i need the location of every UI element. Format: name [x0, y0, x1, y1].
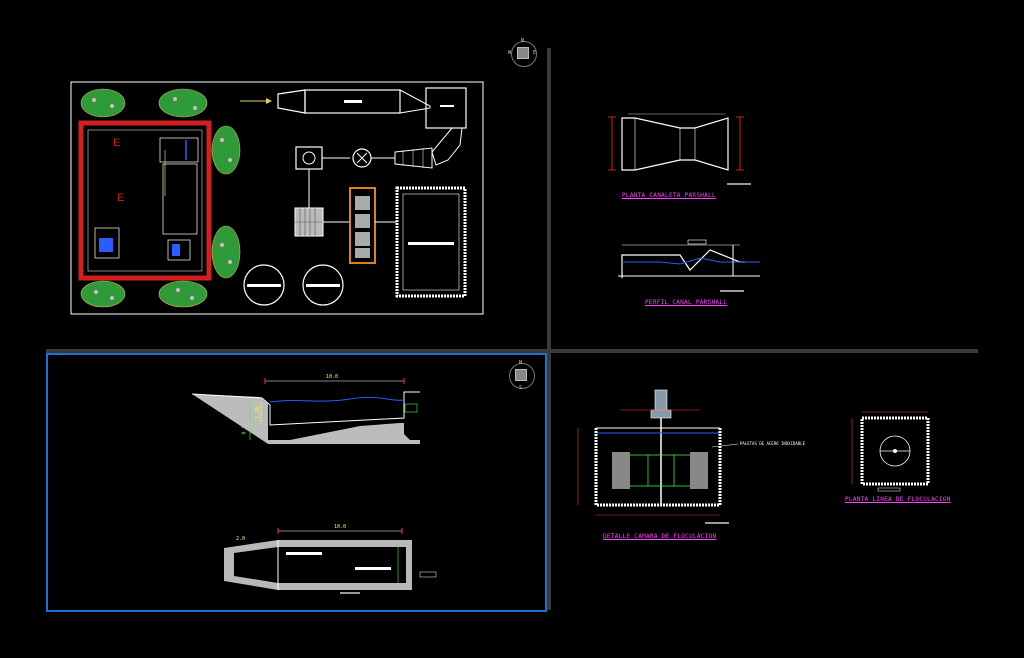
viewcube-face[interactable] [517, 47, 529, 59]
compass-north[interactable]: N [519, 360, 523, 366]
room-mark-2: E [117, 192, 124, 204]
dimension-plan-length: 10.0 [334, 524, 347, 530]
title-planta-linea: PLANTA LINEA DE FLOCULACION [845, 496, 951, 503]
room-mark-1: E [113, 137, 120, 149]
site-boundary [70, 81, 484, 315]
compass-east[interactable]: E [533, 50, 537, 56]
dimension-height-b: 1.20 [255, 406, 262, 420]
title-planta-parshall: PLANTA CANALETA PARSHALL [622, 192, 716, 199]
dimension-height-a: 0.5 [241, 425, 248, 435]
viewcube-top[interactable]: N W E [508, 38, 538, 68]
parshall-profile [618, 239, 760, 292]
compass-west[interactable]: W [508, 50, 512, 56]
channel-plan [224, 528, 437, 594]
dimension-inlet: 2.0 [236, 536, 246, 542]
dimension-section-length: 10.0 [326, 374, 339, 380]
title-perfil-parshall: PERFIL CANAL PARSHALL [645, 299, 728, 306]
flocculation-plan [851, 411, 930, 492]
building-walls [78, 120, 212, 281]
compass-north[interactable]: N [521, 38, 525, 44]
viewcube-bottom[interactable]: N S [506, 360, 536, 391]
viewcube-compass-ring[interactable] [511, 41, 537, 67]
channel-section [191, 378, 420, 444]
viewcube-compass-ring[interactable] [509, 363, 535, 389]
compass-south[interactable]: S [519, 385, 523, 391]
note-paletas: PALETAS DE ACERO INOXIDABLE [740, 441, 806, 446]
active-viewport-border[interactable] [46, 353, 547, 612]
title-detalle-camara: DETALLE CAMARA DE FLOCULACION [603, 533, 717, 540]
plant-flowers [92, 97, 232, 300]
viewcube-face[interactable] [515, 369, 527, 381]
vertical-viewport-divider[interactable] [547, 48, 551, 610]
flocculation-detail [577, 389, 739, 524]
landscape-plants [80, 88, 241, 308]
horizontal-viewport-divider[interactable] [46, 349, 978, 353]
site-plan: E E [70, 81, 484, 315]
parshall-plan [608, 113, 751, 185]
